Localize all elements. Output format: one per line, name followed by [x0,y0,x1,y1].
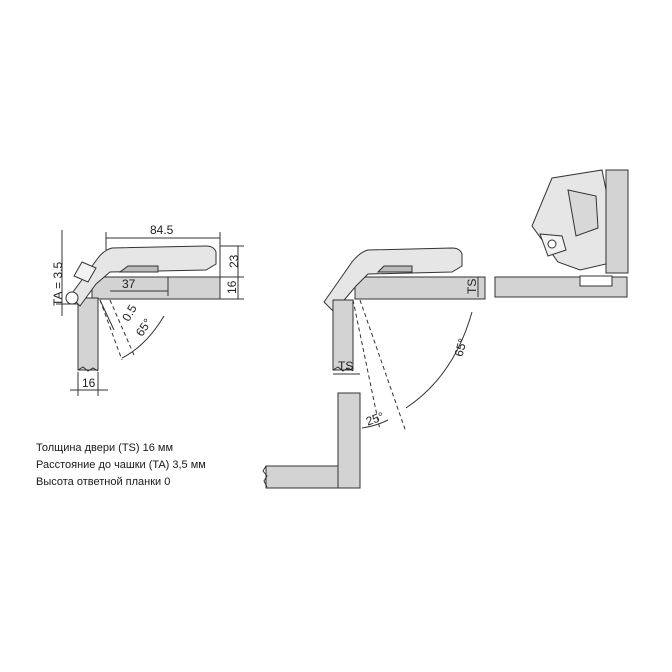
adjacent-panel [265,465,339,489]
dim-ts-center: TS [338,359,353,373]
dim-gap: 0.5 [119,302,140,324]
cabinet-panel-left [91,276,221,300]
hinge-arm-left [69,245,217,307]
door-panel-lower [337,392,361,489]
door-panel-right [605,169,629,274]
left-drawing [56,230,244,396]
dim-panel-thickness: 16 [225,280,239,294]
dim-cup-offset: 37 [122,277,136,291]
spec-plate-height: Высота ответной планки 0 [36,476,171,488]
dim-width-top: 84.5 [150,223,174,237]
cabinet-panel-center [354,276,486,300]
hinge-arm-center [323,247,463,313]
spec-cup-distance: Расстояние до чашки (TA) 3,5 мм [36,459,206,471]
specifications: Толщина двери (TS) 16 мм Расстояние до ч… [36,440,206,491]
dim-height-right: 23 [227,254,241,268]
dim-door-thickness: 16 [82,376,96,390]
dim-ts-right: TS [465,279,479,294]
dim-angle-large: 65° [452,337,470,358]
spec-door-thickness: Толщина двери (TS) 16 мм [36,442,174,454]
break-mark-door-left [77,366,99,372]
right-drawing [477,169,629,298]
door-panel-center [332,299,354,371]
dim-angle-small: 65° [133,316,155,339]
dim-angle-25: 25° [364,409,386,428]
dim-ta: TA = 3.5 [51,262,65,306]
center-drawing [262,247,486,489]
door-panel-left [77,297,99,371]
